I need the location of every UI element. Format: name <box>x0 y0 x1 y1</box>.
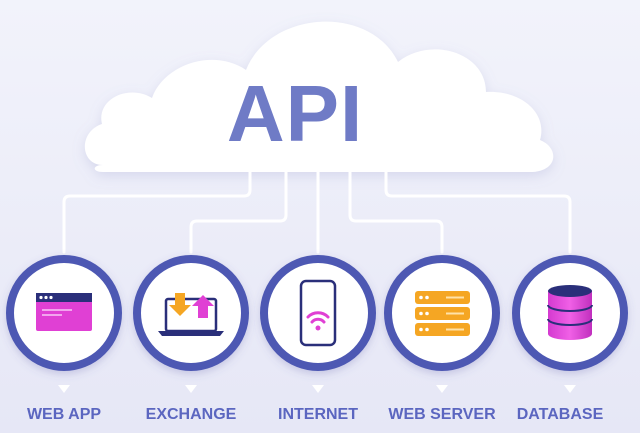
wifi-phone-icon <box>299 279 337 347</box>
node-label-internet: INTERNET <box>278 406 358 423</box>
browser-window-icon <box>36 293 92 331</box>
down-arrow-icon <box>564 385 576 393</box>
down-arrow-icon <box>185 385 197 393</box>
down-arrow-icon <box>58 385 70 393</box>
node-label-web-server: WEB SERVER <box>388 406 496 423</box>
down-arrow-icon <box>436 385 448 393</box>
connector-exchange <box>189 170 288 254</box>
laptop-exchange-arrows-icon <box>158 293 224 336</box>
connector-database <box>384 170 572 254</box>
node-label-web-app: WEB APP <box>26 406 102 423</box>
down-arrow-markers <box>58 385 576 393</box>
connector-web-app <box>62 170 252 254</box>
api-title: API <box>226 69 364 158</box>
down-arrow-icon <box>312 385 324 393</box>
server-rack-icon <box>415 291 470 336</box>
node-label-exchange: EXCHANGE <box>145 406 237 423</box>
database-cylinder-icon <box>547 285 593 340</box>
cloud-shape <box>84 21 554 172</box>
connectors <box>62 170 572 254</box>
node-label-database: DATABASE <box>516 406 604 423</box>
connector-web-server <box>348 170 444 254</box>
